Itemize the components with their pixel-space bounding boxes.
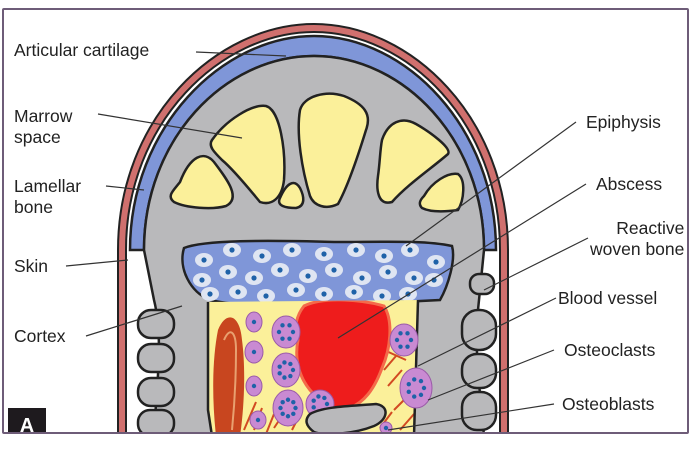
cell-nucleus [316, 394, 321, 399]
label-skin: Skin [14, 256, 49, 276]
cell-nucleus [418, 392, 424, 398]
epiphysis-cell-nucleus [381, 253, 387, 259]
leader-lines [65, 51, 589, 431]
figure-frame: Articular cartilage Marrow space Lamella… [2, 8, 689, 434]
epiphysis-cells [193, 243, 445, 303]
epiphysis-cell-nucleus [411, 275, 417, 281]
epiphysis-cell-nucleus [199, 277, 205, 283]
cell-nucleus [322, 395, 327, 401]
epiphysis-cell-nucleus [293, 287, 299, 293]
label-cortex: Cortex [14, 326, 66, 346]
osteomyelitis-diagram [65, 22, 589, 432]
cell-nucleus [285, 414, 291, 419]
epiphysis-cell-nucleus [359, 275, 365, 281]
cell-nucleus [398, 344, 403, 349]
cell-nucleus [405, 331, 410, 336]
epiphysis-cell-nucleus [259, 253, 265, 259]
epiphysis-cell-nucleus [235, 289, 241, 295]
osteoclast-cells [244, 311, 433, 432]
epiphysis-cell-nucleus [407, 247, 413, 253]
label-blood-vessel: Blood vessel [558, 288, 658, 308]
cell-nucleus [276, 329, 282, 335]
cell-nucleus [282, 375, 287, 380]
epiphysis-cell-nucleus [229, 247, 235, 253]
cell-nucleus [324, 401, 330, 407]
label-osteoclasts: Osteoclasts [564, 340, 656, 360]
epiphysis-cell-nucleus [353, 247, 359, 253]
osteoclast-cell [399, 367, 433, 409]
epiphysis-cell-nucleus [321, 291, 327, 297]
cell-nucleus [285, 397, 291, 402]
cell-nucleus [405, 344, 410, 349]
cell-nucleus [421, 385, 427, 391]
cell-nucleus [412, 377, 417, 382]
cell-nucleus [288, 361, 293, 367]
label-lamellar-bone: Lamellar bone [14, 176, 82, 217]
cell-nucleus [290, 329, 296, 335]
cell-nucleus [291, 399, 296, 405]
sequestrum [305, 402, 387, 432]
cell-nucleus [406, 389, 411, 395]
epiphysis-cell-nucleus [263, 293, 269, 299]
epiphysis-cell-nucleus [305, 273, 311, 279]
cell-nucleus [277, 371, 282, 376]
panel-label-badge: A [8, 408, 46, 432]
label-reactive-woven-bone: Reactive woven bone [590, 218, 685, 259]
osteoclast-cell [271, 315, 301, 349]
cell-nucleus [311, 398, 316, 403]
label-osteoblasts: Osteoblasts [562, 394, 655, 414]
marrow-spaces [169, 92, 465, 213]
epiphysis-cell-nucleus [201, 257, 207, 263]
cell-nucleus [383, 425, 389, 431]
reactive-woven-bone-right [460, 272, 498, 432]
cell-nucleus [280, 411, 285, 417]
label-epiphysis: Epiphysis [586, 112, 661, 132]
cell-nucleus [408, 337, 414, 343]
cell-nucleus [418, 378, 424, 384]
osteoclast-cell [389, 323, 419, 357]
blood-vessel-region [213, 317, 245, 432]
cell-nucleus [277, 364, 282, 369]
epiphysis-cell-nucleus [289, 247, 295, 253]
label-abscess: Abscess [596, 174, 663, 194]
cell-nucleus [287, 323, 292, 328]
label-articular-cartilage: Articular cartilage [14, 40, 150, 60]
reactive-woven-bone-left [136, 308, 176, 432]
epiphysis-cell-nucleus [321, 251, 327, 257]
cell-nucleus [394, 337, 400, 343]
cell-nucleus [251, 349, 257, 355]
epiphysis-cell-nucleus [351, 289, 357, 295]
cell-nucleus [287, 336, 292, 341]
cell-nucleus [406, 381, 411, 387]
cell-nucleus [280, 336, 285, 341]
cell-nucleus [280, 323, 285, 328]
cell-nucleus [398, 331, 403, 336]
epiphysis-cell-nucleus [277, 267, 283, 273]
epiphysis-cell-nucleus [251, 275, 257, 281]
cell-nucleus [291, 411, 296, 417]
osteoclast-cell [272, 389, 304, 427]
cell-nucleus [282, 360, 287, 365]
epiphysis-cell-nucleus [379, 293, 385, 299]
cell-nucleus [251, 319, 257, 325]
cell-nucleus [412, 394, 417, 399]
cell-nucleus [251, 383, 257, 389]
epiphysis-cell-nucleus [433, 259, 439, 265]
cell-nucleus [278, 405, 283, 411]
epiphysis-cell-nucleus [385, 269, 391, 275]
epiphysis-cell-nucleus [225, 269, 231, 275]
epiphysis-cell-nucleus [331, 267, 337, 273]
cell-nucleus [290, 367, 296, 373]
label-marrow-space: Marrow space [14, 106, 73, 147]
cell-nucleus [255, 417, 261, 423]
cell-nucleus [311, 405, 316, 410]
cell-nucleus [288, 373, 293, 379]
epiphysis-cell-nucleus [207, 291, 213, 297]
osteoclast-cell [271, 352, 301, 388]
cell-nucleus [280, 399, 285, 405]
cell-nucleus [293, 405, 298, 411]
